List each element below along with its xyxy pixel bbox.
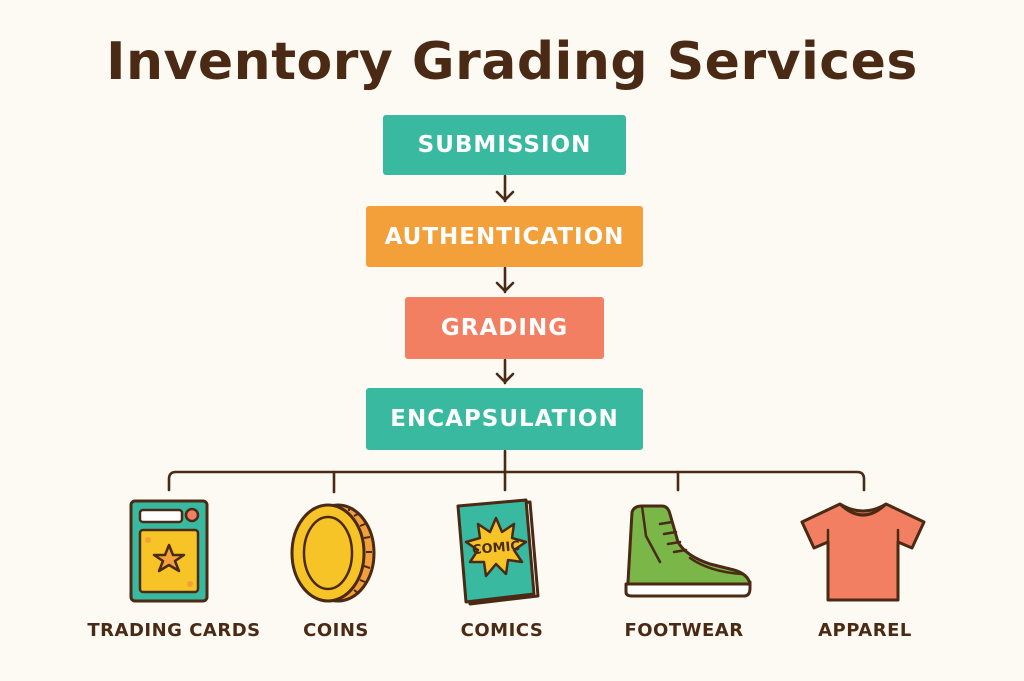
coin-icon <box>290 503 376 603</box>
stage-authentication-label: AUTHENTICATION <box>384 223 625 250</box>
stage-submission-label: SUBMISSION <box>417 132 592 158</box>
diagram-title: Inventory Grading Services <box>106 32 918 92</box>
t-shirt-icon <box>800 502 926 602</box>
comic-icon-text: COMIC <box>472 539 521 558</box>
stage-encapsulation: ENCAPSULATION <box>366 388 643 450</box>
sneaker-icon <box>624 504 752 598</box>
category-label-coins: COINS <box>303 620 369 641</box>
category-label-footwear: FOOTWEAR <box>624 620 744 641</box>
category-label-apparel: APPAREL <box>818 620 912 641</box>
category-label-comics: COMICS <box>460 620 544 641</box>
trading-card-icon <box>129 499 209 603</box>
branch-bus <box>167 470 866 492</box>
arrowhead-3 <box>495 372 515 384</box>
arrowhead-2 <box>495 281 515 293</box>
category-label-trading-cards: TRADING CARDS <box>87 620 261 641</box>
stage-grading-label: GRADING <box>440 315 569 341</box>
stage-encapsulation-label: ENCAPSULATION <box>390 406 619 432</box>
stage-submission: SUBMISSION <box>383 115 626 175</box>
arrowhead-1 <box>495 190 515 202</box>
stage-grading: GRADING <box>405 297 604 359</box>
stage-authentication: AUTHENTICATION <box>366 206 643 267</box>
comic-book-icon: COMIC <box>456 498 540 606</box>
